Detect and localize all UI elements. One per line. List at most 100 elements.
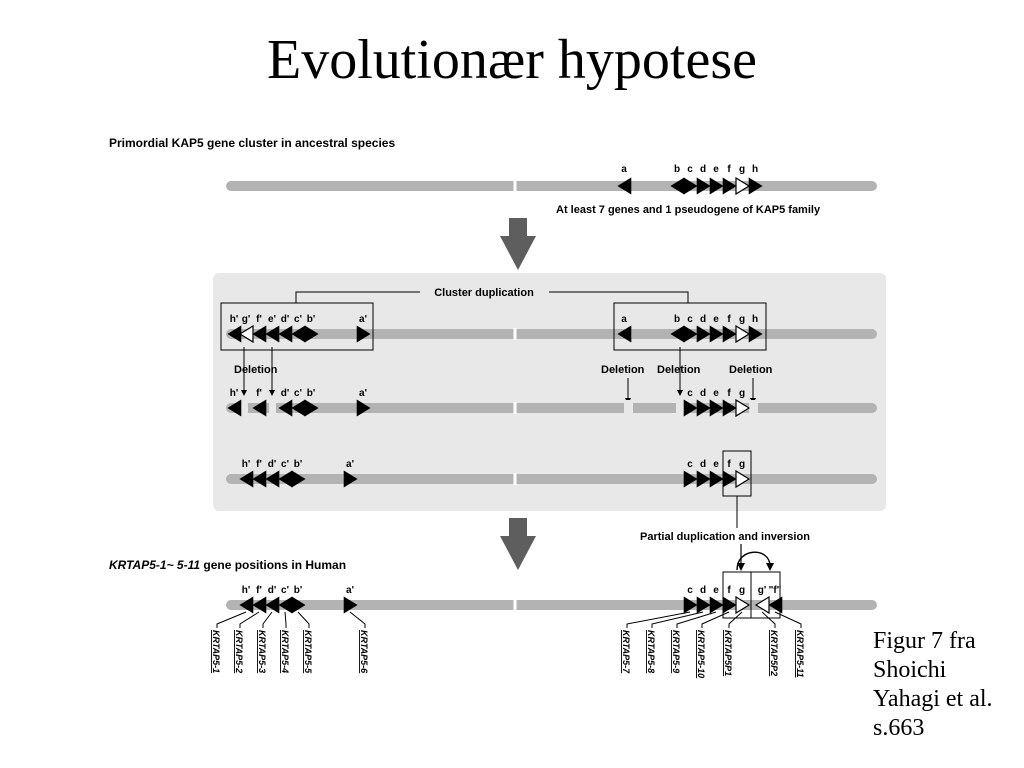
gene-letter: a <box>621 314 627 325</box>
caption-line-2: Shoichi <box>873 657 947 683</box>
post-deletion-chromosome <box>226 400 877 416</box>
gene-name: KRTAP5-4 <box>280 630 290 673</box>
gene-name: KRTAP5-2 <box>234 630 244 673</box>
gene-arrow <box>735 176 751 196</box>
gene-letter: d' <box>268 585 277 596</box>
gene-letter: h <box>752 164 758 175</box>
gene-arrow <box>343 470 358 488</box>
gene-letter: e <box>713 585 719 596</box>
gene-arrow <box>722 325 737 343</box>
caption-line-4: s.663 <box>873 715 925 741</box>
gene-arrow <box>617 325 632 343</box>
gene-letter: d' <box>268 459 277 470</box>
gene-arrow <box>356 325 371 343</box>
gene-arrow <box>278 596 293 614</box>
gene-arrow <box>696 399 711 417</box>
gene-name: KRTAP5-6 <box>359 630 369 674</box>
gene-name: KRTAP5-1 <box>211 630 221 673</box>
duplicated-genes <box>227 324 763 344</box>
gene-letter: f' <box>256 314 262 325</box>
gene-arrow <box>722 399 737 417</box>
evolution-arrow-1 <box>500 218 536 270</box>
primordial-note: At least 7 genes and 1 pseudogene of KAP… <box>556 204 821 216</box>
gene-letter: f <box>727 314 731 325</box>
duplicated-chromosome <box>226 328 877 340</box>
gene-name: KRTAP5-9 <box>671 630 681 673</box>
gene-letter: e <box>713 388 719 399</box>
gene-letter: d' <box>281 314 290 325</box>
gene-arrow <box>735 469 751 489</box>
gene-arrow <box>304 399 319 417</box>
human-section-label: KRTAP5-1~ 5-11 gene positions in Human <box>109 558 346 572</box>
gene-letter: f' <box>256 585 262 596</box>
gene-name: KRTAP5P2 <box>769 630 779 676</box>
gene-letter: g <box>739 388 745 399</box>
gene-arrow <box>227 399 242 417</box>
deletion-arrows <box>241 347 756 404</box>
gene-arrow <box>239 596 254 614</box>
gene-letter: f' <box>256 459 262 470</box>
deletion-label-left: Deletion <box>234 364 278 376</box>
gene-letter: g <box>739 585 745 596</box>
gene-arrow <box>709 470 724 488</box>
gene-letter: e' <box>268 314 276 325</box>
gene-letter: f <box>727 388 731 399</box>
deletion-label-1: Deletion <box>601 364 645 376</box>
gene-arrow <box>709 399 724 417</box>
gene-arrow <box>709 596 724 614</box>
cluster-duplication-label: Cluster duplication <box>434 287 534 299</box>
gene-name-leader-lines <box>216 611 802 628</box>
gene-arrow <box>670 177 685 195</box>
gene-letter: b' <box>307 388 316 399</box>
gene-letter: g <box>739 459 745 470</box>
gene-letter: h' <box>230 314 239 325</box>
primordial-genes <box>617 176 763 196</box>
gene-letter: b' <box>294 459 303 470</box>
caption-line-1: Figur 7 fra <box>873 628 976 654</box>
gene-letter: c' <box>294 314 302 325</box>
gene-letter: b <box>674 164 680 175</box>
deletion-label-2: Deletion <box>657 364 701 376</box>
gene-arrow <box>768 596 783 614</box>
gene-arrow <box>754 595 770 615</box>
human-genes <box>239 595 783 615</box>
gene-name: KRTAP5-10 <box>696 630 706 678</box>
gene-arrow <box>709 325 724 343</box>
caption-line-3: Yahagi et al. <box>873 686 993 712</box>
gene-letter: d <box>700 459 706 470</box>
gene-letter: g <box>739 314 745 325</box>
left-cluster-box <box>220 302 374 351</box>
gene-arrow <box>735 595 751 615</box>
gene-arrow <box>735 324 751 344</box>
gene-letter: c <box>687 388 693 399</box>
gene-arrow <box>683 399 698 417</box>
gene-arrow <box>696 596 711 614</box>
gene-letter: d' <box>281 388 290 399</box>
deletion-label-3: Deletion <box>729 364 773 376</box>
gene-letter: "f" <box>769 585 782 596</box>
gene-letter: c' <box>281 585 289 596</box>
primordial-section-label: Primordial KAP5 gene cluster in ancestra… <box>109 136 395 150</box>
gene-letter: b' <box>294 585 303 596</box>
gene-arrow <box>304 325 319 343</box>
gene-letter: h' <box>230 388 239 399</box>
gene-letter: g <box>739 164 745 175</box>
gene-arrow <box>722 177 737 195</box>
gene-letter: f <box>727 459 731 470</box>
gene-letter: b <box>674 314 680 325</box>
gene-letter: a <box>621 164 627 175</box>
cluster-duplication-bracket <box>295 291 689 303</box>
gene-letter: c <box>687 314 693 325</box>
gene-name: KRTAP5-8 <box>646 630 656 673</box>
figure-caption: Figur 7 fra Shoichi Yahagi et al. s.663 <box>873 627 1023 743</box>
post-deletion-genes <box>227 398 751 418</box>
gene-arrow <box>343 596 358 614</box>
gene-arrow <box>735 398 751 418</box>
gene-arrow <box>617 177 632 195</box>
gene-arrow <box>748 325 763 343</box>
gene-name: KRTAP5-3 <box>257 630 267 673</box>
gene-letter: h' <box>242 585 251 596</box>
